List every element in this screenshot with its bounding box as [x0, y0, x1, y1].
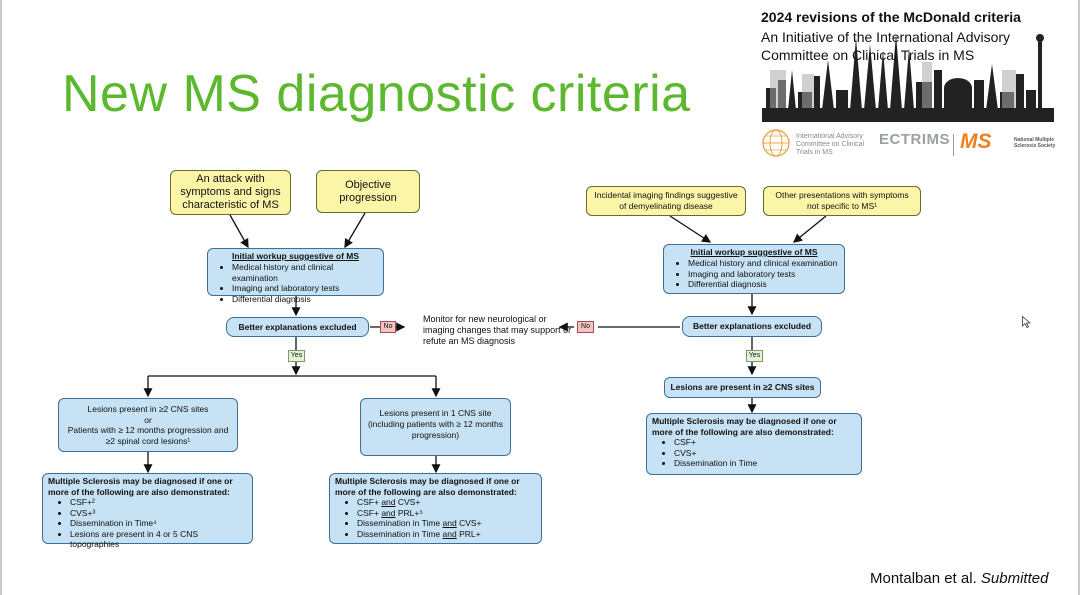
- right-workup-box: Initial workup suggestive of MS Medical …: [663, 244, 845, 294]
- left-no-tag: No: [380, 321, 396, 333]
- slide-title: New MS diagnostic criteria: [62, 65, 691, 123]
- right-dx-item: CSF+: [674, 437, 856, 448]
- dx-b-item: CSF+ and CVS+: [357, 497, 536, 508]
- citation: Montalban et al. Submitted: [870, 570, 1048, 587]
- left-yes-tag: Yes: [288, 350, 305, 362]
- right-workup-item: Imaging and laboratory tests: [688, 269, 840, 280]
- attack-box: An attack with symptoms and signs charac…: [170, 170, 291, 215]
- window-edge-left: [0, 0, 2, 595]
- dx-a-header: Multiple Sclerosis may be diagnosed if o…: [48, 476, 233, 497]
- two-sites-line2: or: [144, 414, 152, 425]
- progression-box: Objective progression: [316, 170, 420, 213]
- city-skyline-image: [762, 34, 1054, 122]
- right-dx-header: Multiple Sclerosis may be diagnosed if o…: [652, 416, 837, 437]
- left-workup-title: Initial workup suggestive of MS: [231, 251, 360, 261]
- left-workup-item: Imaging and laboratory tests: [232, 283, 379, 294]
- ms-logo: MS: [960, 130, 992, 153]
- dx-a-item: CSF+²: [70, 497, 247, 508]
- monitor-text: Monitor for new neurological or imaging …: [423, 314, 572, 346]
- right-dx-item: CVS+: [674, 448, 856, 459]
- dx-b-header: Multiple Sclerosis may be diagnosed if o…: [335, 476, 520, 497]
- right-two-sites-box: Lesions are present in ≥2 CNS sites: [664, 377, 821, 398]
- citation-authors: Montalban et al.: [870, 570, 981, 587]
- right-workup-item: Differential diagnosis: [688, 279, 840, 290]
- other-presentations-text: Other presentations with symptoms not sp…: [775, 190, 909, 211]
- logo-divider: [953, 134, 954, 156]
- citation-status: Submitted: [980, 570, 1049, 587]
- mcdonald-subtitle: An Initiative of the International Advis…: [761, 28, 1010, 64]
- dx-a-item: CVS+³: [70, 508, 247, 519]
- window-edge-right: [1078, 0, 1080, 595]
- two-sites-line3: Patients with ≥ 12 months progression an…: [67, 425, 229, 446]
- mcdonald-subtitle-line1: An Initiative of the International Advis…: [761, 29, 1011, 45]
- one-site-box: Lesions present in 1 CNS site (including…: [360, 398, 511, 456]
- right-yes-tag: Yes: [746, 350, 763, 362]
- left-workup-item: Medical history and clinical examination: [232, 262, 379, 283]
- iac-logo-text: International Advisory Committee on Clin…: [796, 133, 865, 156]
- two-sites-line1: Lesions present in ≥2 CNS sites: [87, 404, 209, 414]
- left-better-text: Better explanations excluded: [238, 322, 357, 332]
- dx-b-item: Dissemination in Time and CVS+: [357, 518, 536, 529]
- left-workup-item: Differential diagnosis: [232, 294, 379, 305]
- one-site-line1: Lesions present in 1 CNS site: [379, 408, 492, 418]
- dx-b-item: CSF+ and PRL+⁵: [357, 508, 536, 519]
- progression-text: Objective progression: [339, 178, 397, 204]
- two-sites-box: Lesions present in ≥2 CNS sites or Patie…: [58, 398, 238, 452]
- attack-text: An attack with symptoms and signs charac…: [180, 173, 281, 211]
- mouse-cursor-icon: [1022, 316, 1031, 328]
- dx-a-item: Dissemination in Time⁴: [70, 518, 247, 529]
- incidental-text: Incidental imaging findings suggestive o…: [594, 190, 738, 211]
- left-workup-box: Initial workup suggestive of MS Medical …: [207, 248, 384, 304]
- dx-b-item: Dissemination in Time and PRL+: [357, 529, 536, 540]
- right-better-text: Better explanations excluded: [692, 321, 812, 331]
- dx-a-item: Lesions are present in 4 or 5 CNS topogr…: [70, 529, 247, 550]
- right-better-box: Better explanations excluded: [682, 316, 822, 337]
- nmss-logo-text: National Multiple Sclerosis Society: [1014, 137, 1056, 149]
- right-two-sites-text: Lesions are present in ≥2 CNS sites: [670, 382, 815, 392]
- globe-logo-icon: [762, 129, 790, 157]
- left-better-box: Better explanations excluded: [226, 317, 369, 337]
- right-dx-item: Dissemination in Time: [674, 458, 856, 469]
- mcdonald-subtitle-line2: Committee on Clinical Trials in MS: [761, 47, 975, 63]
- other-presentations-box: Other presentations with symptoms not sp…: [763, 186, 921, 216]
- right-workup-title: Initial workup suggestive of MS: [690, 247, 818, 257]
- dx-a-box: Multiple Sclerosis may be diagnosed if o…: [42, 473, 253, 549]
- incidental-box: Incidental imaging findings suggestive o…: [586, 186, 746, 216]
- ectrims-logo: ECTRIMS: [879, 131, 950, 148]
- right-dx-box: Multiple Sclerosis may be diagnosed if o…: [646, 413, 862, 475]
- one-site-line2: (including patients with ≥ 12 months pro…: [367, 419, 504, 440]
- dx-b-box: Multiple Sclerosis may be diagnosed if o…: [329, 473, 542, 544]
- mcdonald-title: 2024 revisions of the McDonald criteria: [761, 9, 1021, 25]
- right-no-tag: No: [577, 321, 594, 333]
- right-workup-item: Medical history and clinical examination: [688, 258, 840, 269]
